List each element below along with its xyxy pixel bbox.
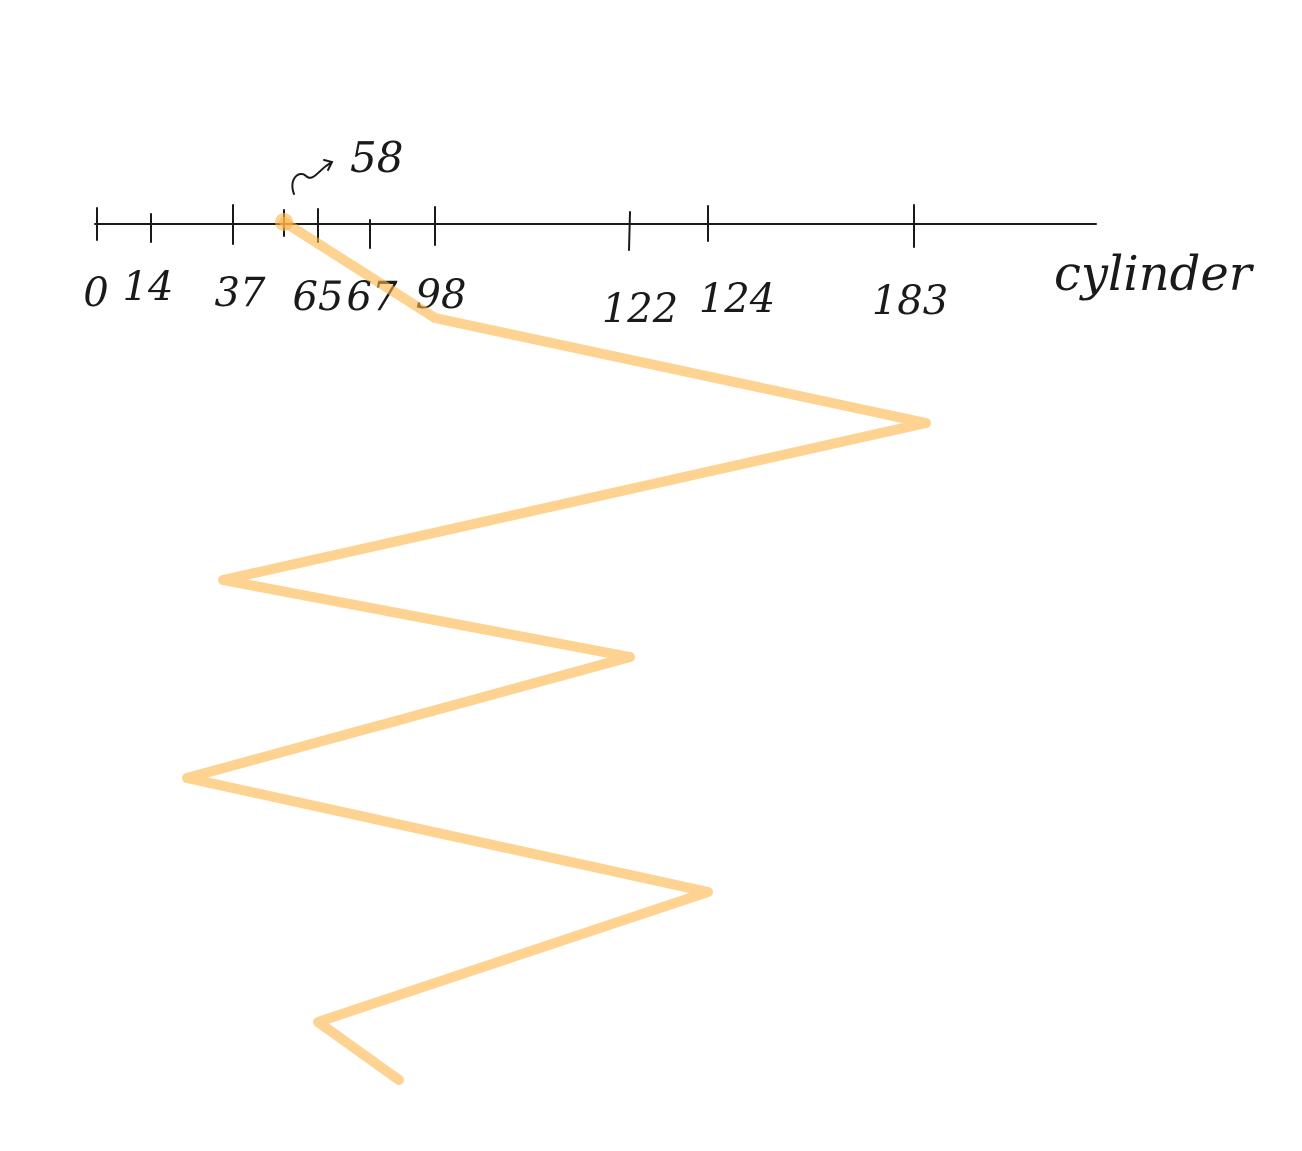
axis-ticks [96,204,915,251]
head-start-marker [275,213,293,231]
axis-title: cylinder [1054,246,1255,302]
axis-tick-label: 0 [83,270,108,316]
head-movement-path [182,217,931,1085]
head-start-label: 58 [350,133,403,182]
axis-tick-label: 183 [872,278,948,324]
axis-tick-label: 14 [123,264,174,310]
axis-tick-label: 65 [293,274,344,320]
axis-tick-label: 37 [215,270,266,316]
head-start-arrow [291,159,334,195]
axis-tick-label: 124 [699,276,775,322]
axis-tick-label: 122 [602,286,678,332]
axis-tick [628,211,631,251]
